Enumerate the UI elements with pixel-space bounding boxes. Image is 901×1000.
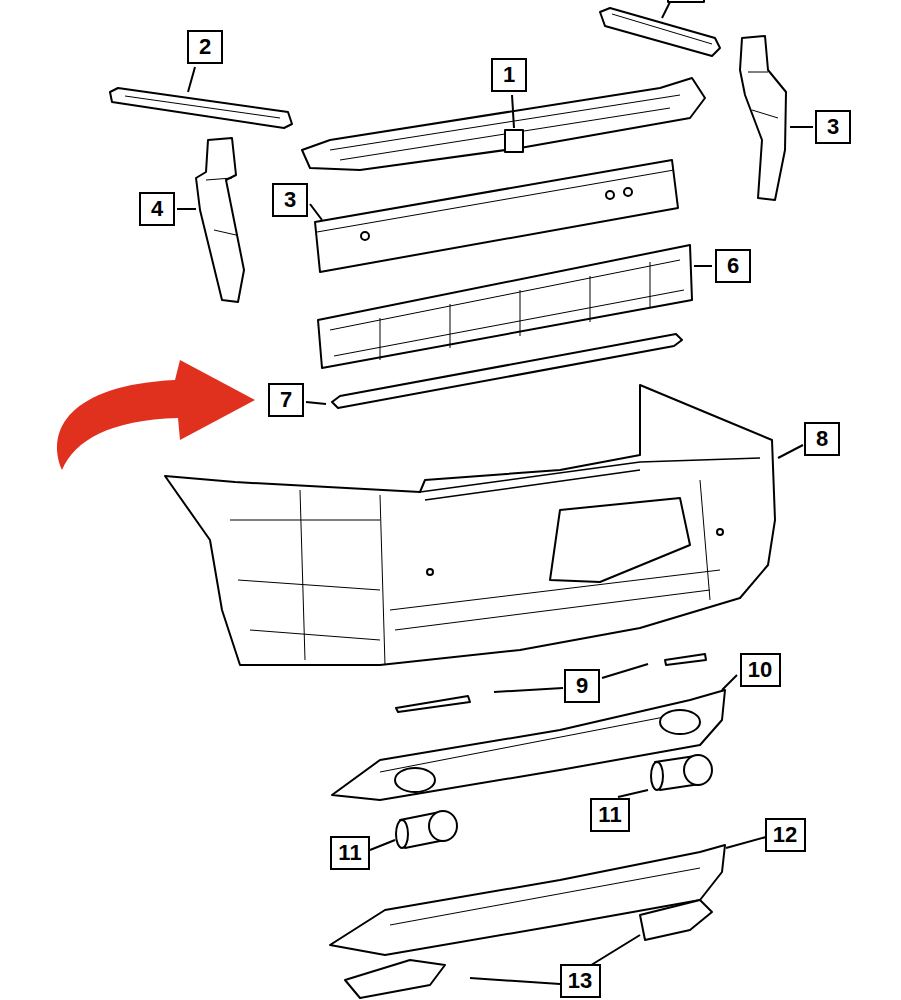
- leader-line: [790, 126, 813, 128]
- leader-line: [726, 837, 766, 848]
- callout-number: 13: [560, 964, 601, 998]
- reinforcement-detail: [505, 130, 523, 152]
- callout-number: 8: [804, 422, 840, 456]
- bracket-part: [740, 36, 786, 200]
- callout-number: 3: [272, 183, 308, 217]
- trim-part: [665, 654, 706, 665]
- leader-line: [470, 978, 560, 984]
- leader-line: [694, 265, 712, 267]
- leader-line: [512, 95, 514, 128]
- callout-number: 4: [139, 192, 175, 226]
- plate-recess: [550, 498, 690, 582]
- callout-number: 9: [564, 669, 600, 703]
- strip-part: [332, 334, 682, 408]
- callout-number: 11: [330, 836, 370, 870]
- leader-line: [177, 208, 196, 210]
- pointer-arrow: [57, 360, 255, 470]
- leader-line: [306, 402, 326, 404]
- bracket-part: [196, 138, 244, 302]
- leader-line: [618, 790, 648, 797]
- leader-line: [588, 935, 640, 967]
- leader-line: [310, 204, 322, 220]
- callout-number: 11: [590, 798, 630, 832]
- exhaust-tip: [640, 900, 712, 940]
- leader-line: [778, 445, 803, 458]
- bracket-part: [600, 8, 720, 56]
- exhaust-tip: [345, 960, 445, 998]
- callout-number: 7: [268, 383, 304, 417]
- trim-part: [396, 696, 470, 712]
- leader-line: [722, 675, 737, 690]
- leader-line: [494, 688, 563, 692]
- diffuser-part: [332, 690, 725, 800]
- callout-number: 10: [740, 653, 781, 687]
- callout-number: 12: [765, 818, 806, 852]
- callout-number: 1: [491, 58, 527, 92]
- cut-callout-box: [668, 0, 704, 2]
- leader-line: [370, 840, 395, 850]
- callout-number: 2: [187, 30, 223, 64]
- callout-number: 6: [715, 249, 751, 283]
- leader-line: [602, 664, 648, 678]
- leader-line: [662, 2, 670, 18]
- beam-part: [315, 160, 678, 272]
- bracket-part: [110, 88, 292, 128]
- fascia-part: [165, 385, 775, 665]
- callout-number: 3: [815, 110, 851, 144]
- leader-line: [188, 67, 195, 92]
- valance-part: [330, 845, 725, 955]
